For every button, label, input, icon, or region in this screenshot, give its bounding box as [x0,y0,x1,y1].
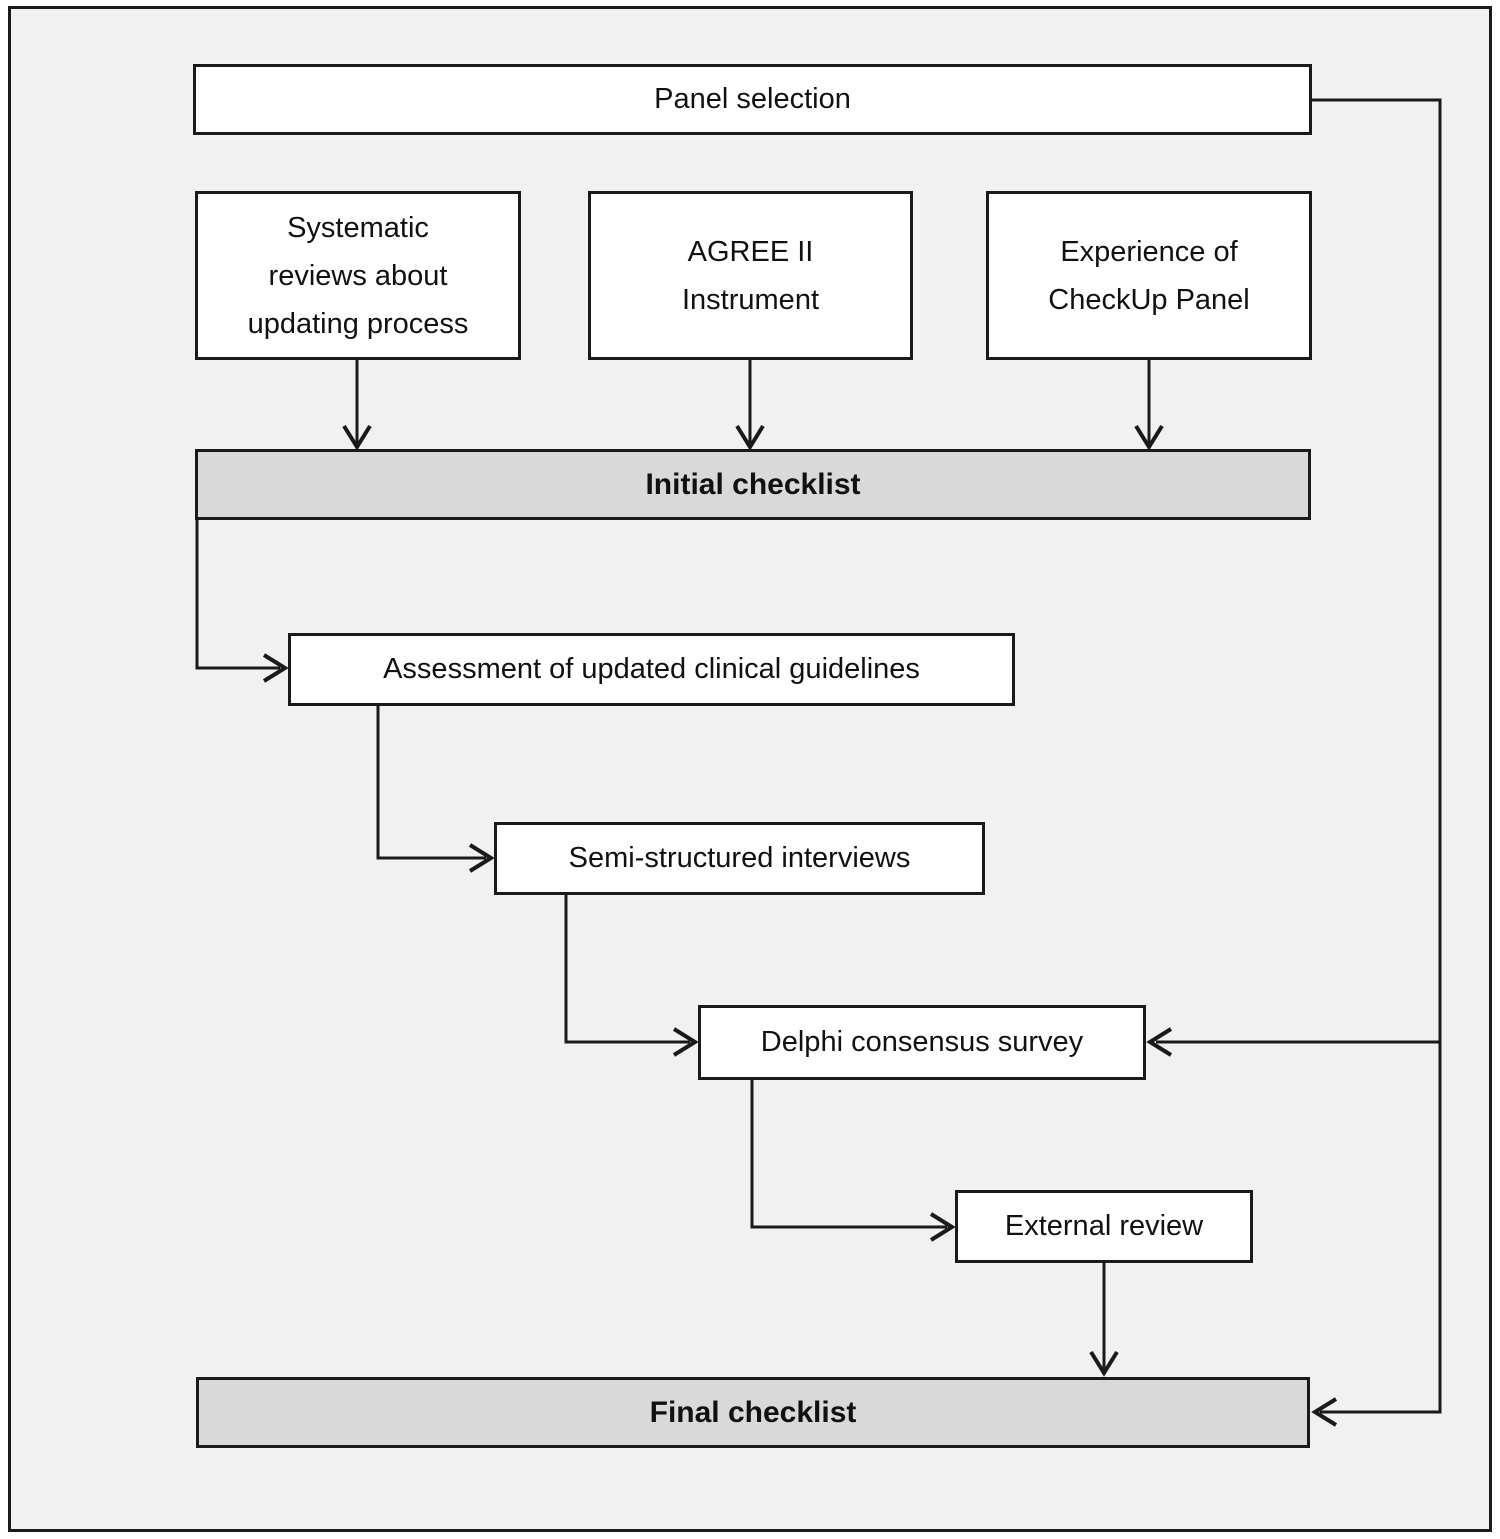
arrowhead-systematic-to-initial [342,424,372,451]
arrowhead-external-to-final [1089,1350,1119,1377]
arrowhead-panel-to-delphi [1146,1027,1173,1057]
node-agree-ii-instrument: AGREE II Instrument [588,191,913,360]
arrowhead-semi-to-delphi [672,1027,699,1057]
node-systematic-reviews: Systematic reviews about updating proces… [195,191,521,360]
node-panel-selection: Panel selection [193,64,1312,135]
arrow-assessment-to-semi [376,705,486,860]
arrowhead-agree-to-initial [735,424,765,451]
arrowhead-panel-to-final [1311,1397,1338,1427]
arrowhead-experience-to-initial [1134,424,1164,451]
arrow-initial-to-assessment [195,518,280,670]
arrowhead-initial-to-assessment [262,653,289,683]
node-assessment-updated-guidelines: Assessment of updated clinical guideline… [288,633,1015,706]
node-semi-structured-interviews: Semi-structured interviews [494,822,985,895]
node-final-checklist: Final checklist [196,1377,1310,1448]
node-delphi-consensus-survey: Delphi consensus survey [698,1005,1146,1080]
node-experience-checkup-panel: Experience of CheckUp Panel [986,191,1312,360]
arrow-semi-to-delphi [564,894,690,1044]
arrowhead-assessment-to-semi [468,843,495,873]
node-external-review: External review [955,1190,1253,1263]
arrowhead-delphi-to-external [929,1212,956,1242]
arrow-panel-to-final [1312,98,1442,1414]
arrow-delphi-to-external [750,1079,947,1229]
node-initial-checklist: Initial checklist [195,449,1311,520]
